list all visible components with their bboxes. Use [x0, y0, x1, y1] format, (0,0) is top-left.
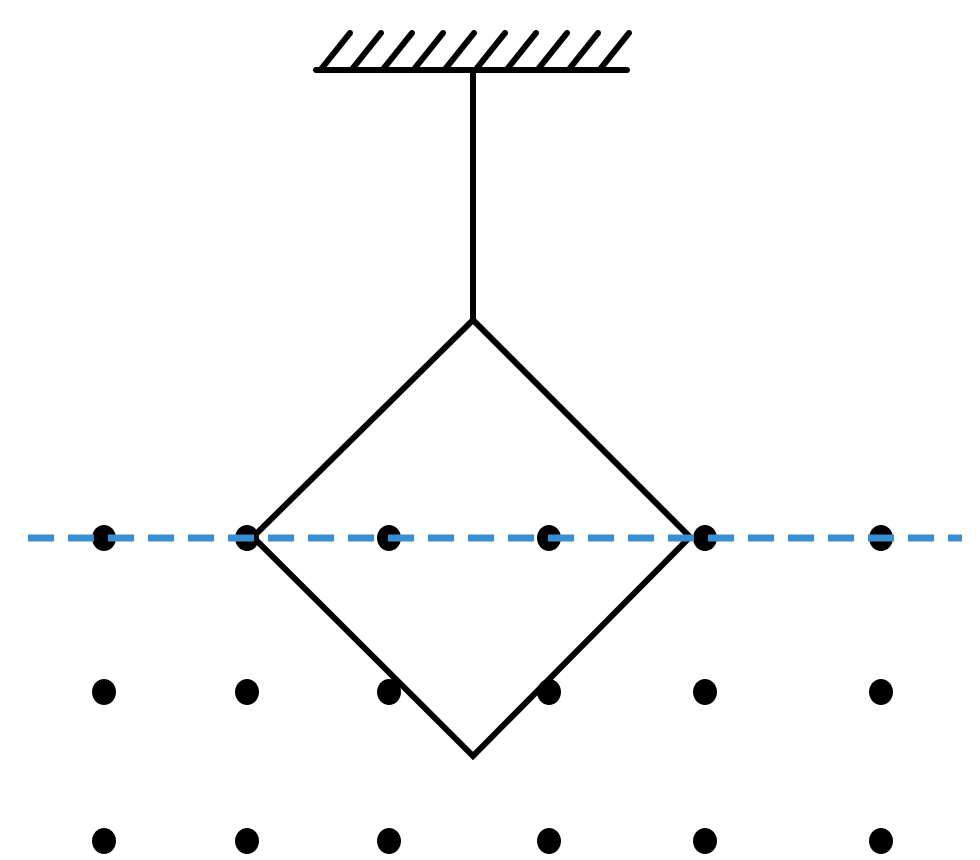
ceiling-hatch-mark — [412, 30, 446, 71]
field-dot — [869, 828, 893, 854]
ceiling-hatch-mark — [536, 30, 570, 71]
field-dot — [377, 828, 401, 854]
field-dot — [235, 828, 259, 854]
ceiling-hatch-mark — [505, 30, 539, 71]
field-dot — [92, 679, 116, 705]
field-dot — [693, 828, 717, 854]
ceiling-support — [313, 30, 632, 73]
field-dot — [537, 679, 561, 705]
magnetic-field-dots — [92, 525, 893, 854]
ceiling-hatch-mark — [443, 30, 477, 71]
field-dot — [235, 679, 259, 705]
field-dot — [869, 679, 893, 705]
field-dot — [92, 525, 116, 551]
field-dot — [377, 679, 401, 705]
ceiling-hatch-mark — [350, 30, 384, 71]
ceiling-hatch-mark — [474, 30, 508, 71]
ceiling-hatch-mark — [319, 30, 353, 71]
field-dot — [693, 525, 717, 551]
square-loop — [248, 315, 695, 761]
field-dot — [92, 828, 116, 854]
ceiling-hatch-mark — [567, 30, 601, 71]
ceiling-hatch-mark — [381, 30, 415, 71]
ceiling-hatch-mark — [598, 30, 632, 71]
field-dot — [537, 828, 561, 854]
field-dot — [693, 679, 717, 705]
